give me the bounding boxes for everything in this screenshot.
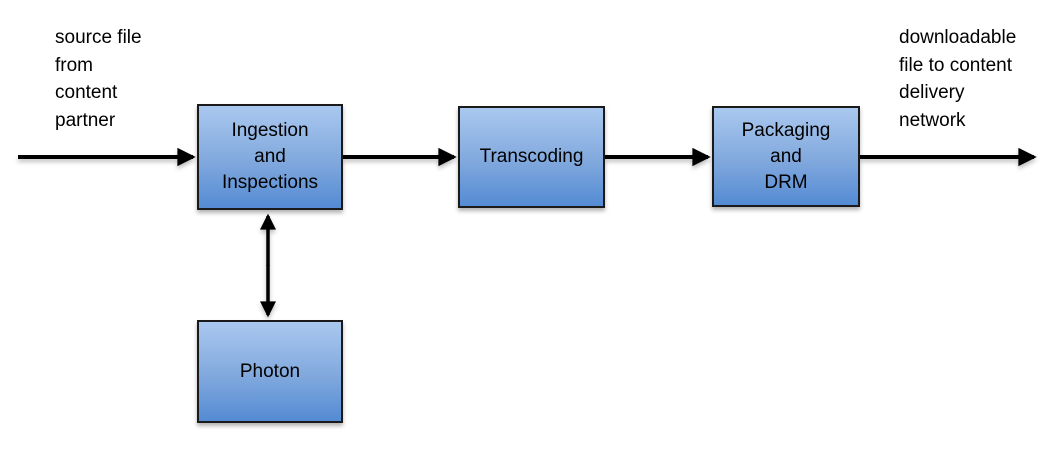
node-transcoding: Transcoding — [458, 106, 605, 208]
node-label: Photon — [239, 360, 301, 382]
annotation-source-file: source file from content partner — [55, 27, 142, 131]
node-packaging-and-drm: Packaging and DRM — [712, 106, 860, 207]
node-label: Ingestion and Inspections — [221, 120, 319, 193]
annotation-downloadable-file: downloadable file to content delivery ne… — [899, 27, 1017, 131]
node-ingestion-and-inspections: Ingestion and Inspections — [197, 104, 343, 210]
node-label: Transcoding — [479, 146, 584, 167]
node-label: Packaging and DRM — [741, 119, 831, 193]
node-photon: Photon — [197, 320, 343, 423]
